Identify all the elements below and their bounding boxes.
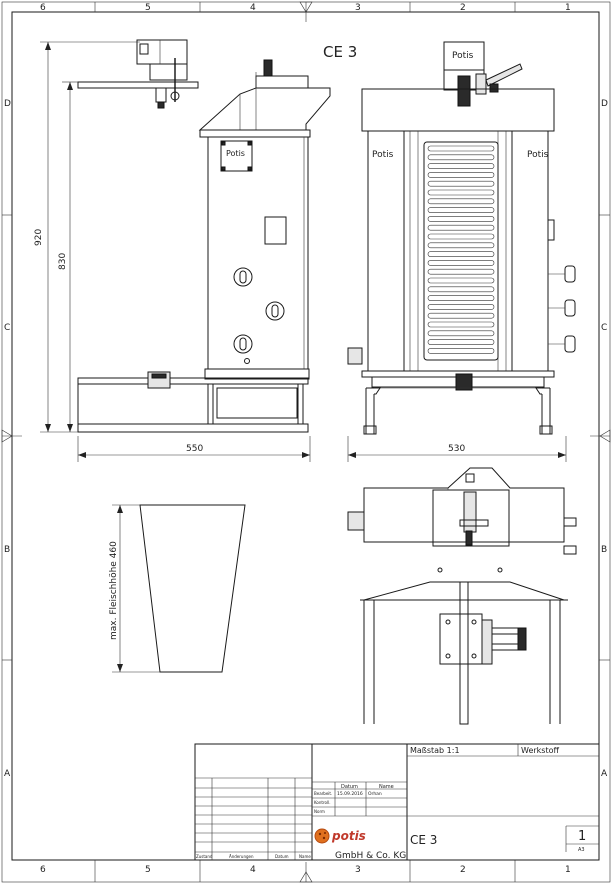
zone-left-B: B (4, 545, 10, 555)
rear-view (347, 467, 577, 725)
tb-row-bearb: Bearbeit. (314, 791, 332, 796)
heating-element-row (427, 233, 495, 240)
heating-element-row (427, 304, 495, 310)
zone-top-3: 3 (355, 3, 361, 13)
tb-row-kontr: Kontroll. (314, 800, 330, 805)
front-knob-3 (548, 335, 576, 353)
model-title: CE 3 (323, 43, 357, 61)
tb-row-bearb-date: 15.09.2016 (337, 791, 363, 797)
side-knob-1 (233, 267, 253, 287)
zone-right-D: D (601, 99, 608, 109)
heating-element-row (427, 198, 495, 205)
zone-right-B: B (601, 545, 607, 555)
heating-element-row (427, 154, 495, 161)
side-brand-screw-tl (221, 141, 226, 146)
heating-element-row (427, 180, 495, 187)
tb-rev-datum: Datum (275, 854, 289, 859)
zone-top-4: 4 (250, 3, 256, 13)
heating-element-row (427, 207, 495, 213)
tb-row-bearb-name: Orhan (368, 791, 382, 797)
zone-right-C: C (601, 323, 607, 333)
zone-top-5: 5 (145, 3, 151, 13)
side-view: Potis (77, 39, 331, 433)
heating-element-row (427, 242, 495, 249)
dim-body-height: 830 (58, 253, 68, 270)
tb-company-name: GmbH & Co. KG (335, 851, 406, 861)
tb-sheet-format: A3 (578, 847, 585, 853)
heating-element-row (427, 339, 495, 345)
side-knob-2 (265, 301, 285, 321)
front-knob-2 (548, 299, 576, 317)
zone-left-C: C (4, 323, 10, 333)
side-dimensions: 920 830 550 (34, 41, 311, 462)
front-view: Potis Potis Potis (347, 41, 576, 435)
zone-top-2: 2 (460, 3, 466, 13)
zone-bottom-3: 3 (355, 865, 361, 875)
heating-element-row (427, 312, 495, 319)
zone-left-A: A (4, 769, 11, 779)
heating-element-row (427, 295, 495, 301)
tb-drawing-name: CE 3 (410, 833, 437, 847)
heating-element-row (427, 268, 495, 275)
zone-bottom-5: 5 (145, 865, 151, 875)
dim-meat-height: max. Fleischhöhe 460 (109, 541, 119, 640)
heating-element-row (427, 145, 495, 152)
heating-element-row (427, 330, 495, 337)
tb-material: Werkstoff (521, 746, 559, 755)
company-logo: potis (314, 828, 366, 844)
heating-element-row (427, 348, 495, 354)
dim-total-height: 920 (34, 229, 44, 246)
heating-element-row (427, 260, 495, 266)
heating-element-row (427, 189, 495, 196)
side-knob-3 (233, 334, 253, 354)
tb-rev-zustand: Zustand (196, 854, 213, 859)
tb-rev-name: Name (299, 854, 311, 859)
tb-col-datum: Datum (341, 784, 358, 790)
side-brand-label: Potis (226, 149, 245, 158)
heating-element-row (427, 286, 495, 293)
zone-labels: 6 5 4 3 2 1 6 5 4 3 2 1 D C B A D C B A (4, 3, 608, 875)
front-brand-right: Potis (527, 150, 549, 160)
zone-top-6: 6 (40, 3, 46, 13)
heating-element (423, 141, 499, 361)
heating-element-row (427, 216, 495, 222)
heating-element-row (427, 163, 495, 169)
company-logo-text: potis (331, 829, 366, 843)
side-brand-screw-bl (221, 166, 226, 171)
heating-element-row (427, 224, 495, 231)
dim-front-width: 530 (448, 444, 465, 454)
tb-scale: Maßstab 1:1 (410, 746, 460, 755)
tb-sheet-number: 1 (578, 829, 586, 844)
front-motor-brand: Potis (452, 51, 474, 61)
zone-bottom-2: 2 (460, 865, 466, 875)
side-brand-screw-tr (247, 141, 252, 146)
front-brand-left: Potis (372, 150, 394, 160)
title-block: Maßstab 1:1 Werkstoff Datum Name Bearbei… (194, 743, 600, 861)
heating-element-row (427, 172, 495, 178)
zone-bottom-1: 1 (565, 865, 571, 875)
heating-element-row (427, 277, 495, 284)
tb-col-name: Name (379, 784, 394, 790)
zone-right-A: A (601, 769, 608, 779)
side-brand-screw-br (247, 166, 252, 171)
tb-rev-aenderung: Änderungen (229, 854, 254, 859)
zone-bottom-4: 4 (250, 865, 256, 875)
heating-element-row (427, 321, 495, 328)
heating-element-row (427, 251, 495, 257)
zone-bottom-6: 6 (40, 865, 46, 875)
tb-row-norm: Norm (314, 809, 325, 814)
meat-cone-view: max. Fleischhöhe 460 (109, 504, 246, 673)
side-window (264, 216, 287, 245)
dim-side-width: 550 (186, 444, 203, 454)
front-knob-1 (548, 265, 576, 283)
front-dimensions: 530 (347, 436, 567, 462)
zone-left-D: D (4, 99, 11, 109)
zone-top-1: 1 (565, 3, 571, 13)
